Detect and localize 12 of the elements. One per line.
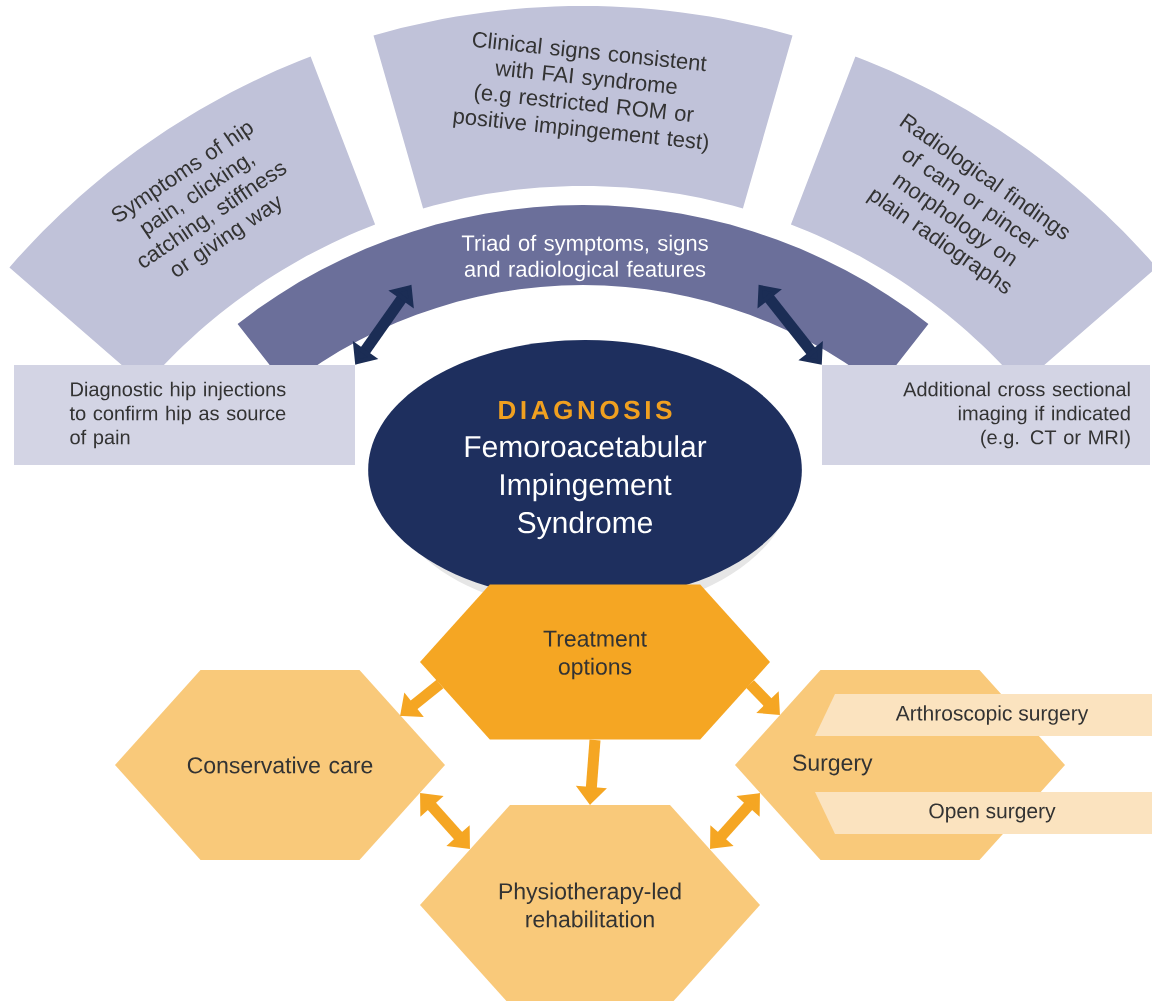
arrow (400, 679, 444, 717)
arrow (420, 793, 470, 849)
side-box: Additional cross sectional imaging if indicated (e.g. CT or MRI) (822, 365, 1150, 465)
segment-box: Clinical signs consistent with FAI syndrome (e.g restricted ROM or positive impingement test) (373, 6, 793, 209)
hexagon-box: Treatment options (420, 584, 770, 740)
arrow (710, 793, 760, 849)
option-bar: Arthroscopic surgery (815, 694, 1152, 736)
side-box: Diagnostic hip injections to confirm hip as source of pain (14, 365, 355, 465)
arrow (746, 680, 780, 715)
hexagon-box: Physiotherapy-led rehabilitation (420, 805, 760, 1001)
option-bar: Open surgery (815, 792, 1152, 834)
hexagon-box: Conservative care (115, 670, 445, 860)
